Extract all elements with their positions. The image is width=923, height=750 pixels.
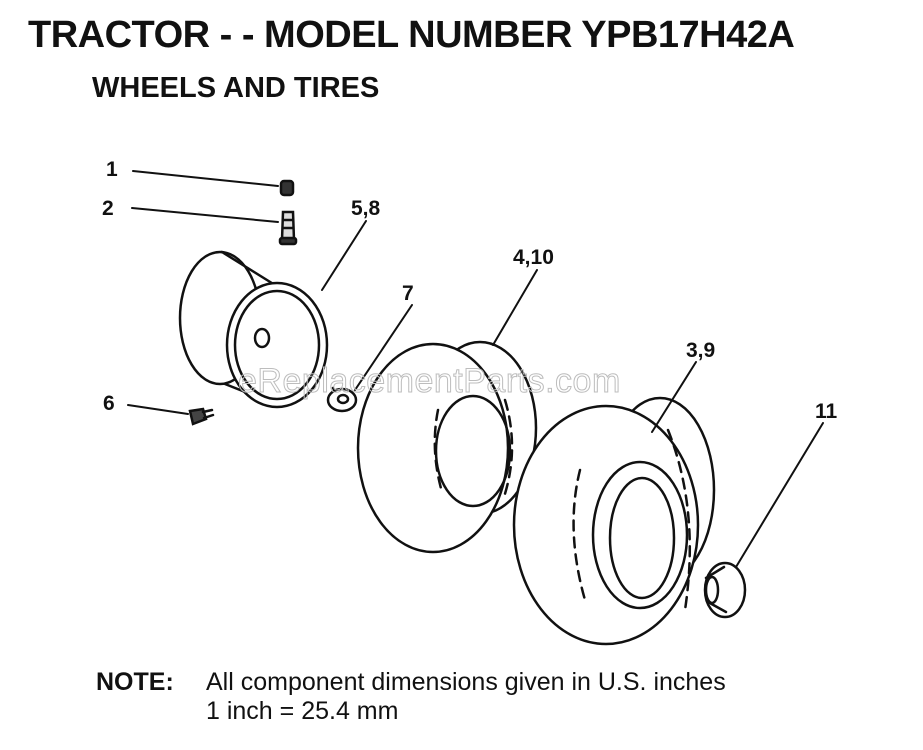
callout-11: 11 bbox=[815, 400, 838, 423]
part-bushing[interactable] bbox=[703, 561, 747, 619]
callout-4-10: 4,10 bbox=[513, 246, 554, 269]
part-bolt[interactable] bbox=[188, 407, 215, 426]
leader-lines bbox=[127, 170, 824, 568]
part-valve-cap[interactable] bbox=[279, 179, 295, 197]
note-label: NOTE: bbox=[96, 668, 174, 696]
part-valve-stem[interactable] bbox=[278, 210, 298, 246]
callout-5-8: 5,8 bbox=[351, 197, 381, 220]
diagram-subtitle: WHEELS AND TIRES bbox=[92, 72, 380, 104]
part-wheel-rim[interactable] bbox=[178, 250, 329, 409]
callout-2: 2 bbox=[102, 197, 114, 220]
watermark-text: eReplacementParts.com bbox=[238, 362, 621, 400]
dimension-note: NOTE: All component dimensions given in U… bbox=[96, 668, 726, 726]
part-front-tire[interactable] bbox=[356, 340, 538, 554]
callout-6: 6 bbox=[103, 392, 115, 415]
part-washer[interactable] bbox=[326, 386, 358, 413]
diagram-title: TRACTOR - - MODEL NUMBER YPB17H42A bbox=[28, 14, 795, 56]
callout-7: 7 bbox=[402, 282, 414, 305]
part-rear-tire[interactable] bbox=[512, 396, 716, 646]
note-line-1: All component dimensions given in U.S. i… bbox=[206, 668, 726, 696]
callout-3-9: 3,9 bbox=[686, 339, 715, 362]
note-line-2: 1 inch = 25.4 mm bbox=[206, 697, 399, 725]
callout-1: 1 bbox=[106, 158, 118, 181]
